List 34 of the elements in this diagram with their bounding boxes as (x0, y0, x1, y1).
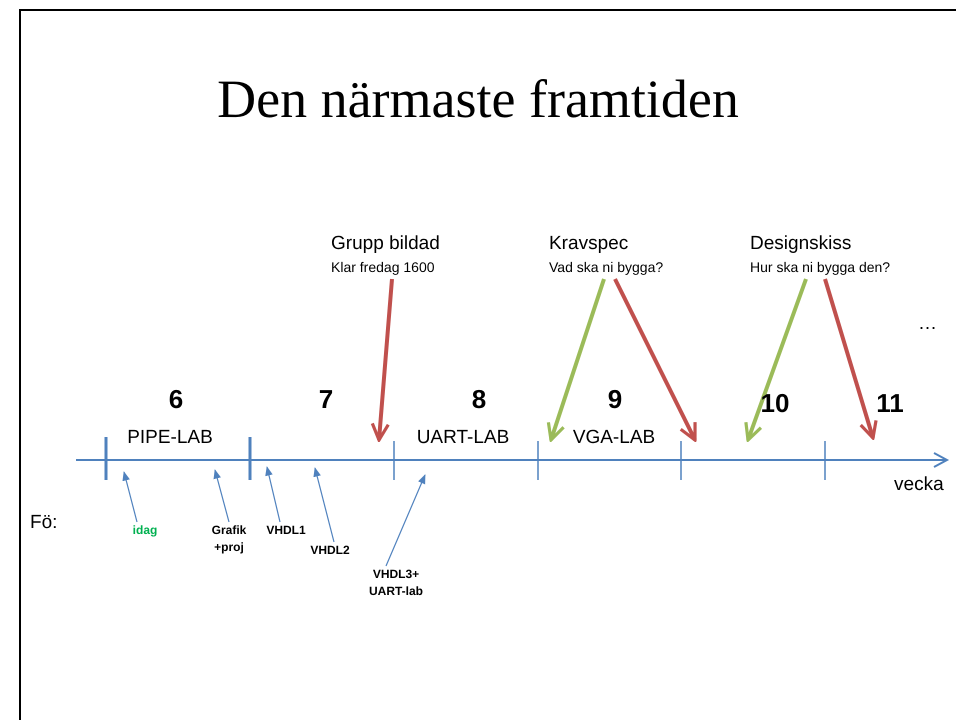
milestone-subheading: Vad ska ni bygga? (549, 259, 664, 275)
arrow (370, 278, 394, 442)
lecture-label: VHDL3+ UART-lab (360, 566, 432, 600)
arrow (265, 466, 281, 522)
milestone-heading: Designskiss (750, 233, 852, 255)
arrow (122, 471, 138, 522)
axis-label: vecka (894, 474, 944, 496)
milestone-heading: Kravspec (549, 233, 630, 255)
arrow (823, 278, 878, 440)
week-number: 8 (472, 384, 486, 415)
week-number: 10 (760, 388, 790, 419)
lecture-label: VHDL2 (304, 542, 356, 559)
week-number: 6 (168, 384, 184, 415)
arrow (744, 278, 808, 442)
slide-title: Den närmaste framtiden (216, 68, 740, 130)
lab-label: PIPE-LAB (127, 427, 213, 449)
arrow (313, 467, 335, 542)
milestone-subheading: Klar fredag 1600 (331, 259, 436, 275)
arrow (613, 278, 697, 442)
lab-label: VGA-LAB (572, 427, 656, 449)
lecture-label: Grafik +proj (203, 522, 255, 556)
arrow (214, 469, 230, 522)
lecture-label: VHDL1 (260, 522, 312, 539)
arrow (546, 278, 606, 442)
milestone-subheading: Hur ska ni bygga den? (750, 259, 890, 275)
lecture-label: idag (122, 522, 168, 539)
week-number: 11 (876, 388, 904, 419)
lab-label: UART-LAB (416, 427, 510, 449)
row-label: Fö: (30, 512, 58, 534)
milestone-heading: Grupp bildad (331, 233, 440, 255)
arrow (385, 474, 426, 566)
ellipsis-text: … (918, 313, 937, 335)
week-number: 9 (608, 384, 622, 415)
week-number: 7 (318, 384, 334, 415)
